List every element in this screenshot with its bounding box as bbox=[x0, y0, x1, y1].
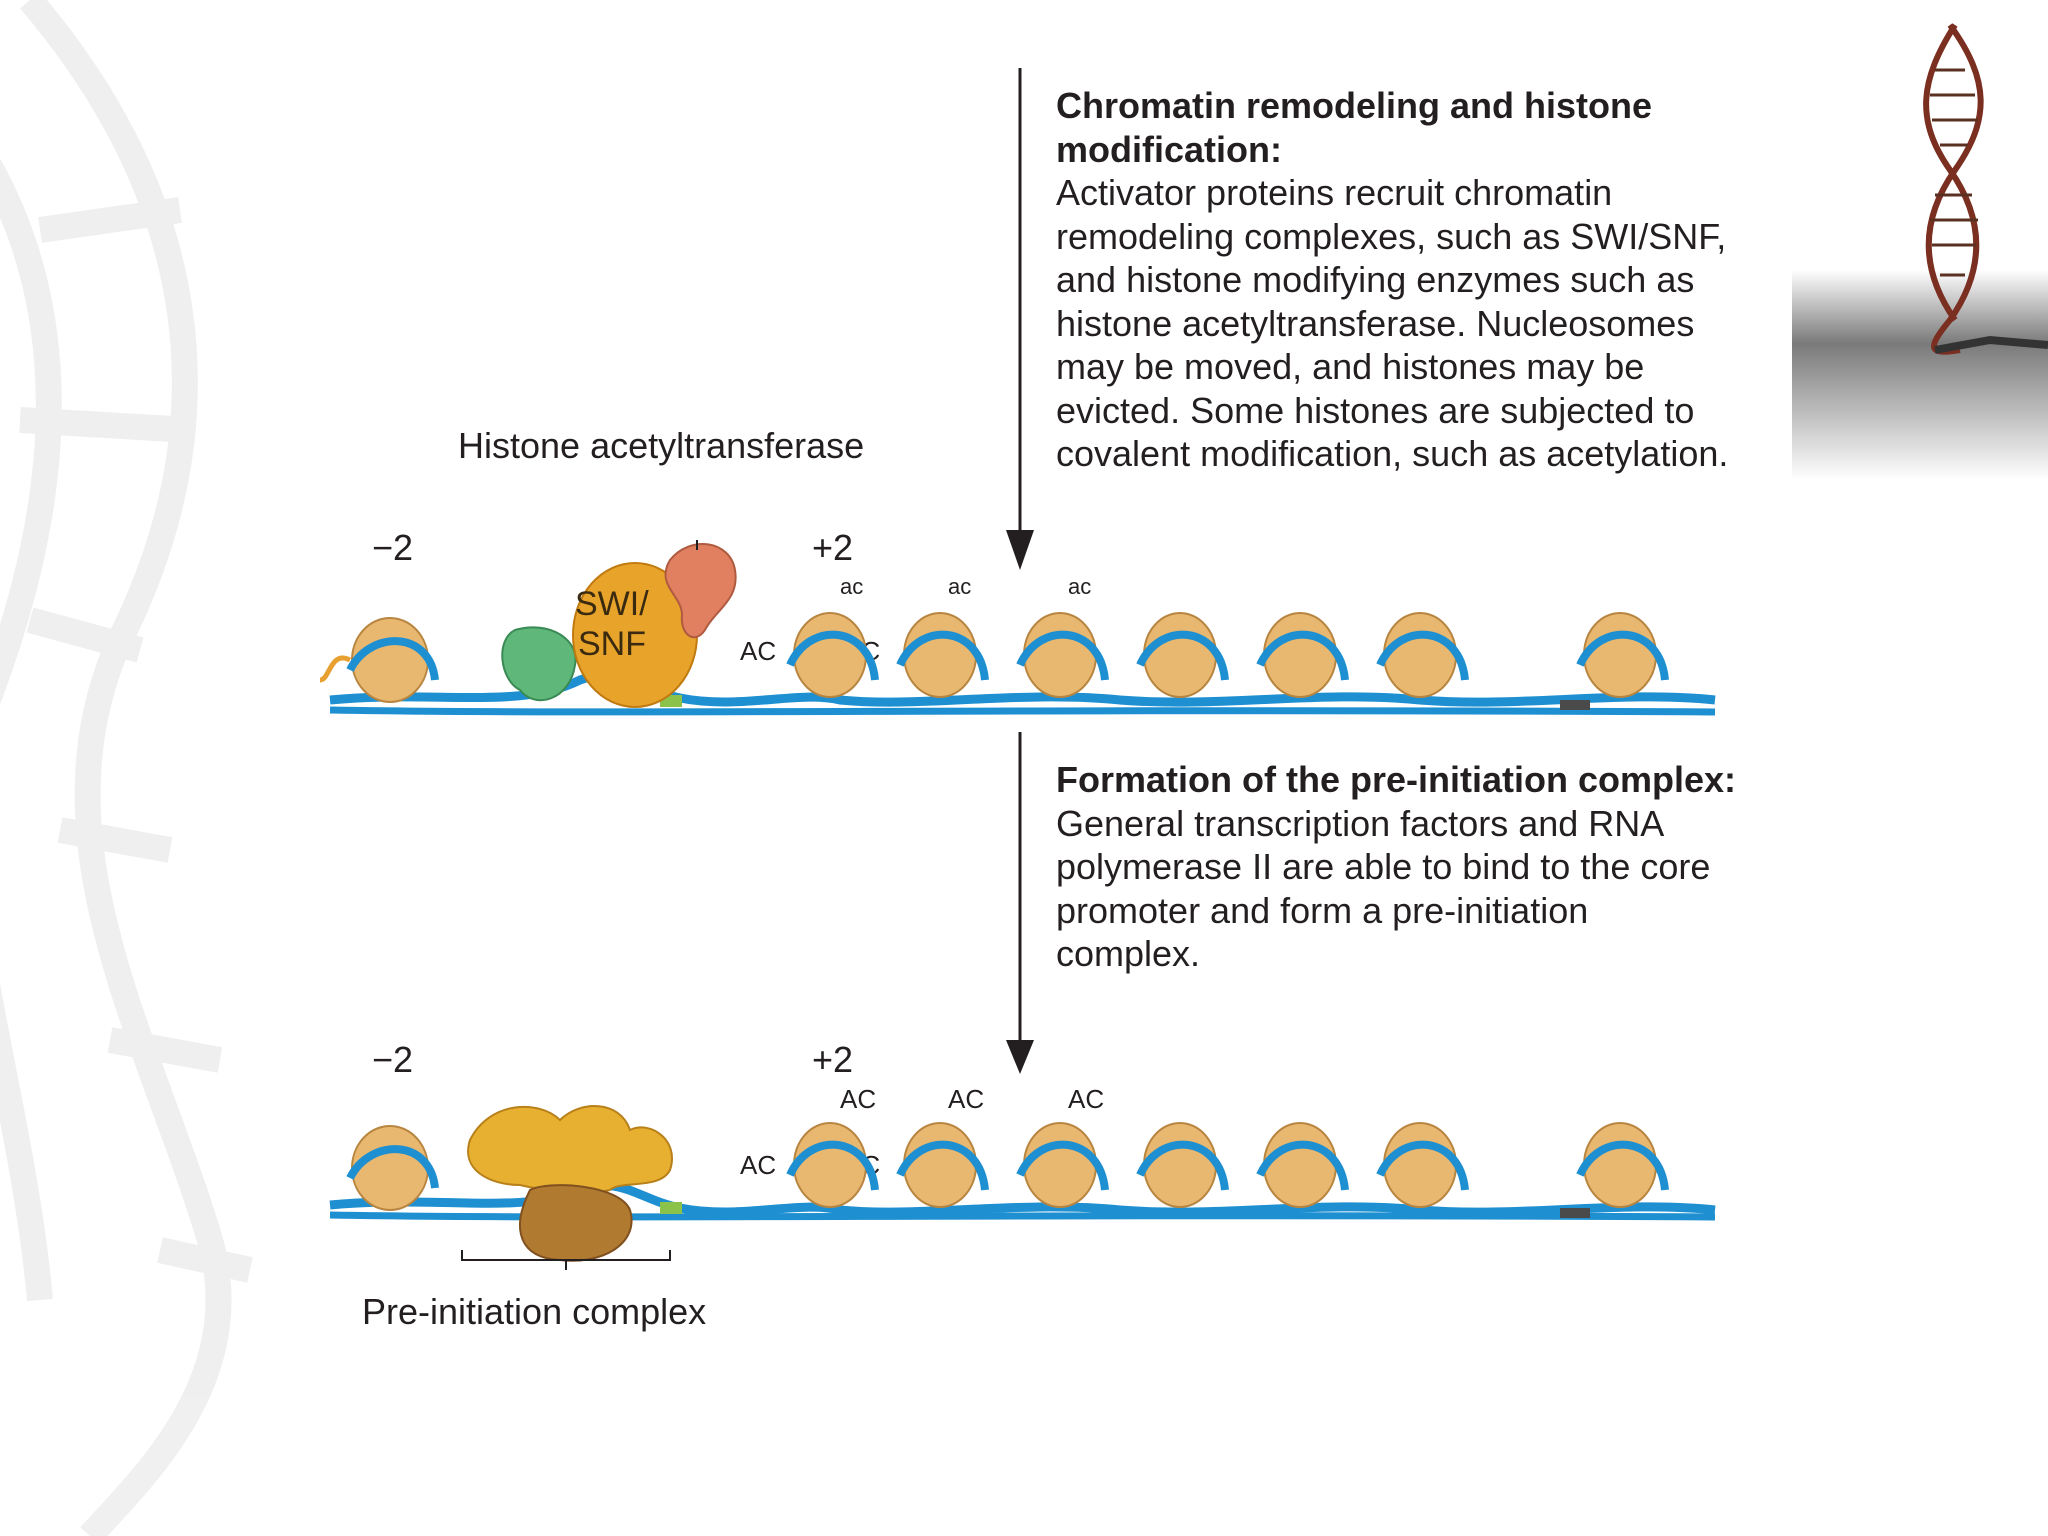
ac-mark-top-2: ac bbox=[948, 574, 971, 599]
arrow-2-head bbox=[1006, 1040, 1034, 1074]
step-2-heading: Formation of the pre-initiation complex: bbox=[1056, 759, 1737, 800]
ac-tail-label-bottom-1: AC bbox=[740, 1150, 776, 1180]
histone-acetyltransferase-label: Histone acetyltransferase bbox=[458, 425, 865, 466]
chromatin-bottom: AC AC AC AC AC bbox=[329, 1084, 1716, 1270]
swi-snf-complex: SWI/ SNF bbox=[572, 562, 698, 708]
ac-mark-bottom-3: AC bbox=[1068, 1084, 1104, 1114]
minus-two-label-top: −2 bbox=[372, 527, 414, 568]
step-1-heading: Chromatin remodeling and histone modific… bbox=[1056, 85, 1653, 170]
swi-snf-label-line2: SNF bbox=[578, 625, 646, 663]
step-2-description: Formation of the pre-initiation complex:… bbox=[1056, 758, 1736, 976]
dna-icon bbox=[1792, 23, 2048, 480]
nucleosome-row-bottom bbox=[793, 1122, 1657, 1208]
nucleosome-row-top bbox=[793, 612, 1657, 698]
pre-initiation-complex-label: Pre-initiation complex bbox=[362, 1291, 707, 1332]
ac-mark-top-3: ac bbox=[1068, 574, 1091, 599]
step-2-body: General transcription factors and RNA po… bbox=[1056, 802, 1711, 975]
activator-protein bbox=[501, 626, 577, 702]
step-1-body: Activator proteins recruit chromatin rem… bbox=[1056, 172, 1729, 474]
chromatin-top: SWI/ SNF AC AC ac ac ac bbox=[320, 540, 1716, 716]
plus-two-label-top: +2 bbox=[812, 527, 854, 568]
ac-mark-top-1: ac bbox=[840, 574, 863, 599]
nucleosome-bottom-first bbox=[346, 1125, 439, 1211]
histone-acetyltransferase bbox=[664, 540, 737, 639]
step-1-description: Chromatin remodeling and histone modific… bbox=[1056, 84, 1736, 476]
nucleosome-top bbox=[320, 617, 439, 703]
pre-initiation-complex bbox=[467, 1105, 673, 1262]
faded-helix-left bbox=[0, 0, 253, 1536]
swi-snf-label-line1: SWI/ bbox=[575, 585, 649, 623]
arrow-1-head bbox=[1006, 530, 1034, 570]
minus-two-label-bottom: −2 bbox=[372, 1039, 414, 1080]
dna-strand-top bbox=[329, 670, 1716, 707]
ac-tail-label-top-1: AC bbox=[740, 636, 776, 666]
ac-mark-bottom-1: AC bbox=[840, 1084, 876, 1114]
plus-two-label-bottom: +2 bbox=[812, 1039, 854, 1080]
ac-mark-bottom-2: AC bbox=[948, 1084, 984, 1114]
process-arrows bbox=[1006, 68, 1034, 1074]
